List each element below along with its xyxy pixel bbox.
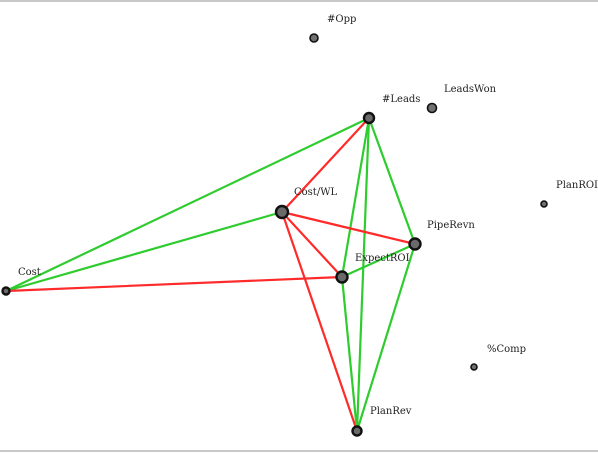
- edge-leads-pipervn-positive: [367, 116, 417, 246]
- edge-leads-expectroi-positive: [340, 116, 371, 279]
- edge-leads-planrev-positive: [355, 116, 371, 433]
- edge-costwl-pipervn-negative: [280, 210, 417, 246]
- edge-pipervn-planrev-positive: [355, 242, 417, 433]
- edge-costwl-cost-positive: [4, 210, 284, 293]
- node-planroi[interactable]: [540, 200, 548, 208]
- node-label-planroi: PlanROI: [556, 180, 598, 191]
- node-label-leadswon: LeadsWon: [444, 84, 497, 95]
- node-comp[interactable]: [470, 363, 478, 371]
- node-leads[interactable]: [362, 111, 376, 125]
- node-label-planrev: PlanRev: [370, 406, 412, 417]
- node-cost[interactable]: [1, 286, 11, 296]
- node-label-leads: #Leads: [382, 94, 420, 105]
- node-pipervn[interactable]: [408, 237, 422, 251]
- nodes-layer: [1, 33, 548, 437]
- edge-cost-expectroi-negative: [4, 275, 344, 293]
- node-label-costwl: Cost/WL: [294, 187, 337, 198]
- edge-leads-cost-positive: [4, 116, 371, 293]
- node-label-cost: Cost: [18, 267, 41, 278]
- edge-expectroi-planrev-positive: [340, 275, 359, 433]
- node-leadswon[interactable]: [426, 102, 438, 114]
- edge-expectroi-pipervn-positive: [340, 242, 417, 279]
- node-planrev[interactable]: [351, 425, 363, 437]
- node-costwl[interactable]: [274, 204, 290, 220]
- node-label-expectroi: ExpectROI: [355, 253, 410, 264]
- edge-costwl-planrev-negative: [280, 210, 359, 433]
- edge-leads-costwl-negative: [280, 116, 371, 214]
- node-label-pipervn: PipeRevn: [427, 220, 475, 231]
- node-label-comp: %Comp: [487, 344, 526, 355]
- node-opp[interactable]: [309, 33, 319, 43]
- edge-costwl-expectroi-negative: [280, 210, 344, 279]
- node-expectroi[interactable]: [335, 270, 349, 284]
- edges-layer: [4, 116, 417, 433]
- node-label-opp: #Opp: [327, 14, 356, 25]
